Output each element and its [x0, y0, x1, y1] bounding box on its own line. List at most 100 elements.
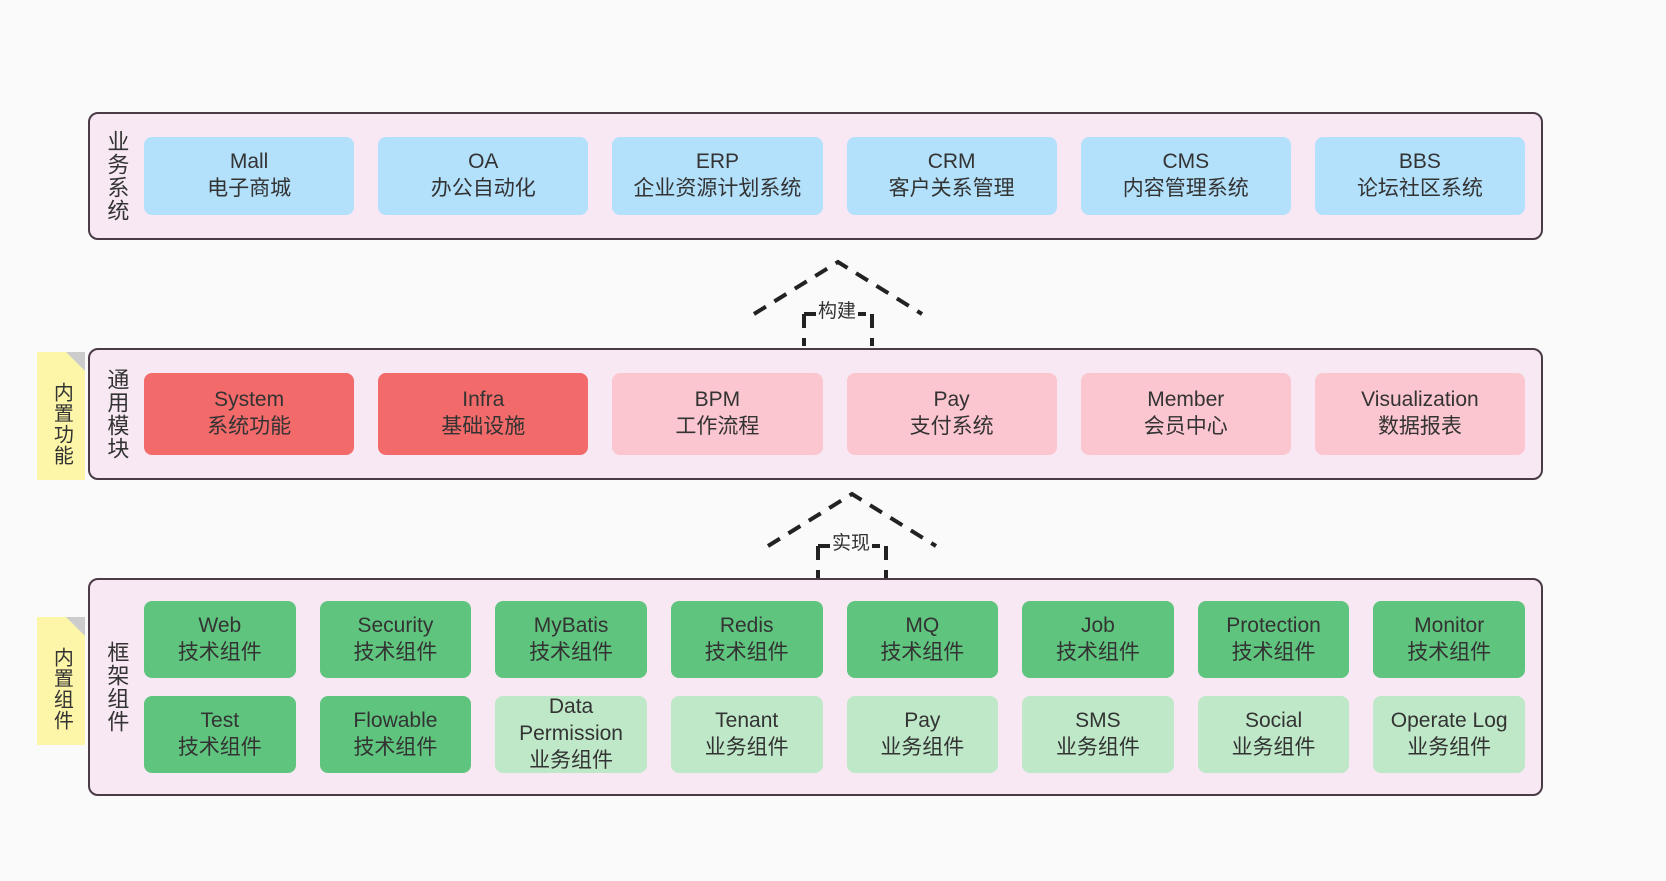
node-subtitle: 业务组件 [1055, 735, 1140, 759]
node-name: CMS [1162, 150, 1210, 174]
node-subtitle: 业务组件 [1231, 735, 1316, 759]
node-name: SMS [1075, 708, 1121, 732]
arrow-label-build: 构建 [816, 296, 859, 323]
node-subtitle: 客户关系管理 [888, 177, 1015, 200]
node-mall[interactable]: Mall 电子商城 [144, 137, 355, 215]
node-subtitle: 业务组件 [1407, 735, 1492, 759]
node-subtitle: 技术组件 [353, 735, 438, 759]
node-visualization[interactable]: Visualization 数据报表 [1314, 373, 1526, 455]
box-row: Web 技术组件 Security 技术组件 MyBatis 技术组件 Redi… [144, 601, 1525, 678]
node-name: Data Permission [519, 695, 623, 746]
note-builtin-functions: 内置功能 [37, 352, 85, 480]
layer-boxes-business-systems: Mall 电子商城 OA 办公自动化 ERP 企业资源计划系统 CRM 客户关系… [138, 114, 1541, 238]
node-name: Protection [1226, 613, 1321, 637]
node-pay-component[interactable]: Pay 业务组件 [846, 696, 999, 773]
node-data-permission[interactable]: Data Permission 业务组件 [495, 695, 647, 773]
node-subtitle: 技术组件 [880, 640, 965, 664]
node-sms[interactable]: SMS 业务组件 [1022, 696, 1174, 773]
node-name: Security [357, 613, 434, 637]
node-name: Flowable [353, 708, 438, 732]
node-protection[interactable]: Protection 技术组件 [1197, 601, 1350, 678]
node-subtitle: 支付系统 [909, 415, 994, 438]
node-subtitle: 企业资源计划系统 [633, 177, 802, 200]
node-security[interactable]: Security 技术组件 [319, 601, 472, 678]
node-subtitle: 技术组件 [177, 640, 262, 664]
node-name: Member [1147, 388, 1225, 412]
node-operate-log[interactable]: Operate Log 业务组件 [1373, 696, 1525, 773]
node-name: Job [1081, 613, 1115, 637]
node-subtitle: 技术组件 [177, 735, 262, 759]
node-subtitle: 办公自动化 [430, 177, 536, 200]
node-name: Redis [719, 613, 774, 637]
node-oa[interactable]: OA 办公自动化 [378, 137, 589, 215]
node-social[interactable]: Social 业务组件 [1197, 696, 1350, 773]
node-name: BPM [694, 388, 741, 412]
node-name: Monitor [1414, 613, 1485, 637]
node-name: Tenant [715, 708, 779, 732]
node-crm[interactable]: CRM 客户关系管理 [846, 137, 1057, 215]
box-row: Test 技术组件 Flowable 技术组件 Data Permission … [144, 695, 1525, 773]
note-builtin-components: 内置组件 [37, 617, 85, 745]
node-monitor[interactable]: Monitor 技术组件 [1373, 601, 1525, 678]
layer-label-framework-components: 框架组件 [104, 641, 130, 733]
node-name: Pay [933, 388, 970, 412]
node-subtitle: 电子商城 [207, 177, 292, 200]
node-name: Pay [904, 708, 941, 732]
node-name: CRM [927, 150, 976, 174]
node-name: BBS [1398, 150, 1441, 174]
node-subtitle: 工作流程 [675, 415, 760, 438]
note-fold-icon [66, 352, 85, 371]
node-bpm[interactable]: BPM 工作流程 [612, 373, 823, 455]
node-tenant[interactable]: Tenant 业务组件 [670, 696, 823, 773]
node-test[interactable]: Test 技术组件 [144, 696, 296, 773]
node-subtitle: 技术组件 [529, 640, 614, 664]
layer-framework-components: 框架组件 Web 技术组件 Security 技术组件 MyBatis 技术组件… [88, 578, 1543, 796]
node-name: MyBatis [533, 613, 609, 637]
node-subtitle: 会员中心 [1143, 415, 1228, 438]
node-name: ERP [695, 150, 740, 174]
node-name: Web [198, 613, 242, 637]
node-name: Visualization [1361, 388, 1479, 412]
node-system[interactable]: System 系统功能 [144, 373, 355, 455]
node-erp[interactable]: ERP 企业资源计划系统 [612, 137, 823, 215]
node-bbs[interactable]: BBS 论坛社区系统 [1314, 137, 1526, 215]
node-subtitle: 业务组件 [704, 735, 789, 759]
node-web[interactable]: Web 技术组件 [144, 601, 296, 678]
layer-boxes-common-modules: System 系统功能 Infra 基础设施 BPM 工作流程 Pay 支付系统… [138, 350, 1541, 478]
box-row: System 系统功能 Infra 基础设施 BPM 工作流程 Pay 支付系统… [144, 373, 1526, 455]
node-mybatis[interactable]: MyBatis 技术组件 [495, 601, 647, 678]
node-pay-module[interactable]: Pay 支付系统 [846, 373, 1057, 455]
layer-common-modules: 通用模块 System 系统功能 Infra 基础设施 BPM 工作流程 Pay… [88, 348, 1543, 480]
node-name: Infra [462, 388, 505, 412]
node-name: OA [468, 150, 499, 174]
node-subtitle: 数据报表 [1377, 415, 1462, 438]
node-subtitle: 技术组件 [704, 640, 789, 664]
arrow-implement: 实现 [766, 490, 938, 578]
node-subtitle: 业务组件 [880, 735, 965, 759]
node-mq[interactable]: MQ 技术组件 [846, 601, 999, 678]
node-name: System [214, 388, 285, 412]
node-redis[interactable]: Redis 技术组件 [670, 601, 823, 678]
node-subtitle: 技术组件 [1407, 640, 1492, 664]
node-job[interactable]: Job 技术组件 [1022, 601, 1174, 678]
node-name: Mall [229, 150, 269, 174]
layer-label-common-modules: 通用模块 [104, 368, 130, 460]
node-subtitle: 基础设施 [441, 415, 526, 438]
node-member[interactable]: Member 会员中心 [1080, 373, 1291, 455]
node-subtitle: 技术组件 [1231, 640, 1316, 664]
node-subtitle: 内容管理系统 [1122, 177, 1249, 200]
node-subtitle: 论坛社区系统 [1356, 177, 1483, 200]
node-subtitle: 系统功能 [207, 415, 292, 438]
node-name: Test [200, 708, 240, 732]
layer-label-business-systems: 业务系统 [104, 130, 130, 222]
arrow-label-implement: 实现 [830, 528, 873, 555]
node-flowable[interactable]: Flowable 技术组件 [319, 696, 472, 773]
node-subtitle: 技术组件 [353, 640, 438, 664]
box-row: Mall 电子商城 OA 办公自动化 ERP 企业资源计划系统 CRM 客户关系… [144, 137, 1526, 215]
node-infra[interactable]: Infra 基础设施 [378, 373, 589, 455]
node-cms[interactable]: CMS 内容管理系统 [1080, 137, 1291, 215]
layer-business-systems: 业务系统 Mall 电子商城 OA 办公自动化 ERP 企业资源计划系统 CRM… [88, 112, 1543, 240]
node-subtitle: 业务组件 [529, 748, 614, 772]
note-label: 内置组件 [50, 647, 73, 731]
